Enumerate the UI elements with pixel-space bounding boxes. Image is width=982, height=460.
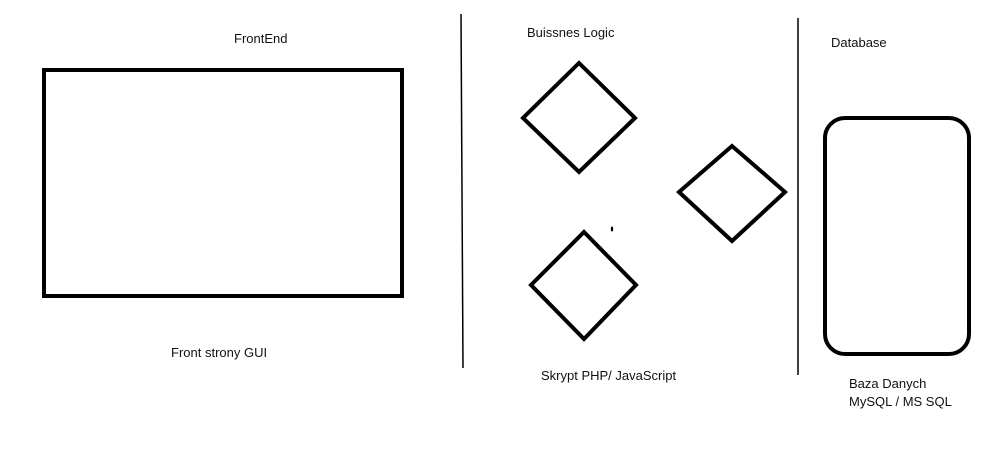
frontend-caption: Front strony GUI [171, 345, 268, 360]
database-caption-line1: Baza Danych [849, 376, 927, 391]
frontend-gui-rectangle [42, 68, 404, 298]
stray-dot [610, 226, 614, 232]
database-rounded-rectangle [823, 116, 971, 356]
logic-diamond-top [520, 60, 638, 175]
logic-diamond-right [676, 143, 788, 244]
frontend-title: FrontEnd [234, 31, 288, 46]
database-caption-line2: MySQL / MS SQL [849, 394, 952, 409]
business-logic-title: Buissnes Logic [527, 25, 615, 40]
business-logic-caption: Skrypt PHP/ JavaScript [541, 368, 677, 383]
database-title: Database [831, 35, 887, 50]
separator-line-left [460, 13, 464, 369]
logic-diamond-bottom [528, 229, 639, 342]
